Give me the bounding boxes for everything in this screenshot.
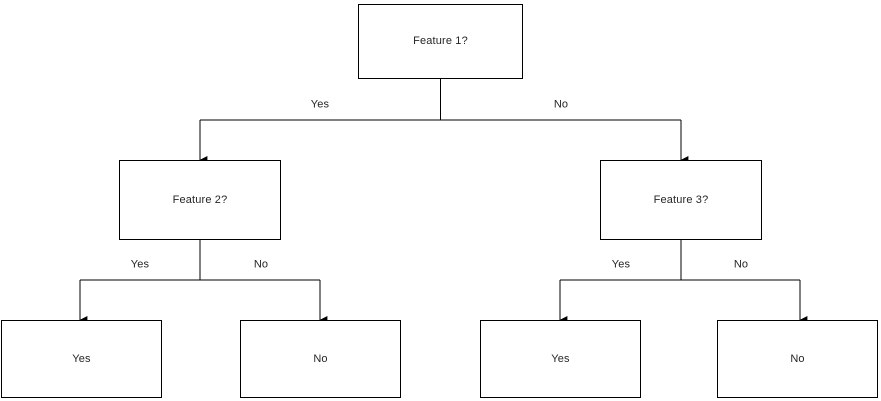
edge-label-feature3-no: No bbox=[730, 258, 752, 272]
node-leaf-no-right[interactable]: No bbox=[717, 320, 878, 398]
edge-label-feature3-yes: Yes bbox=[608, 258, 634, 272]
edge-label-feature2-no: No bbox=[250, 258, 272, 272]
node-feature-3[interactable]: Feature 3? bbox=[600, 160, 762, 240]
edge-label-feature2-yes: Yes bbox=[127, 258, 153, 272]
edge-label-root-yes: Yes bbox=[307, 98, 333, 112]
edge-label-root-no: No bbox=[550, 98, 572, 112]
node-leaf-yes-right[interactable]: Yes bbox=[480, 320, 641, 398]
node-feature-2[interactable]: Feature 2? bbox=[119, 160, 281, 240]
node-leaf-yes-left[interactable]: Yes bbox=[1, 320, 162, 398]
node-leaf-no-left[interactable]: No bbox=[240, 320, 401, 398]
node-feature-1[interactable]: Feature 1? bbox=[358, 4, 523, 79]
